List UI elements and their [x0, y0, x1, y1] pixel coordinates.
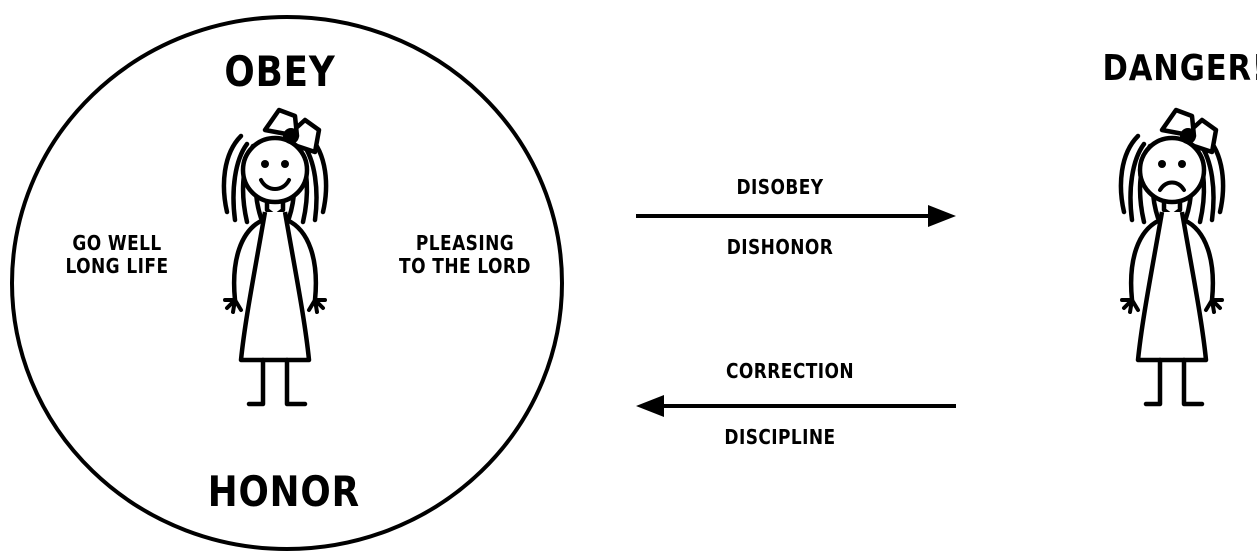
obey-label: OBEY: [224, 47, 336, 96]
long-life-line: LONG LIFE: [65, 254, 169, 278]
danger-label: DANGER!: [1102, 48, 1257, 89]
to-the-lord-line: TO THE LORD: [399, 254, 531, 278]
discipline-label: DISCIPLINE: [724, 425, 836, 449]
dishonor-label: DISHONOR: [726, 235, 834, 259]
disobey-label: DISOBEY: [736, 175, 824, 199]
pleasing-text: PLEASING TO THE LORD: [393, 232, 538, 278]
correction-arrowhead: [636, 395, 664, 417]
go-well-line: GO WELL: [72, 231, 162, 255]
happy-stick-girl-icon: [224, 110, 326, 404]
pleasing-line: PLEASING: [415, 231, 515, 255]
correction-label: CORRECTION: [725, 359, 855, 383]
go-well-text: GO WELL LONG LIFE: [53, 232, 181, 278]
disobey-arrowhead: [928, 205, 956, 227]
sad-stick-girl-icon: [1121, 110, 1223, 404]
honor-label: HONOR: [207, 467, 360, 516]
